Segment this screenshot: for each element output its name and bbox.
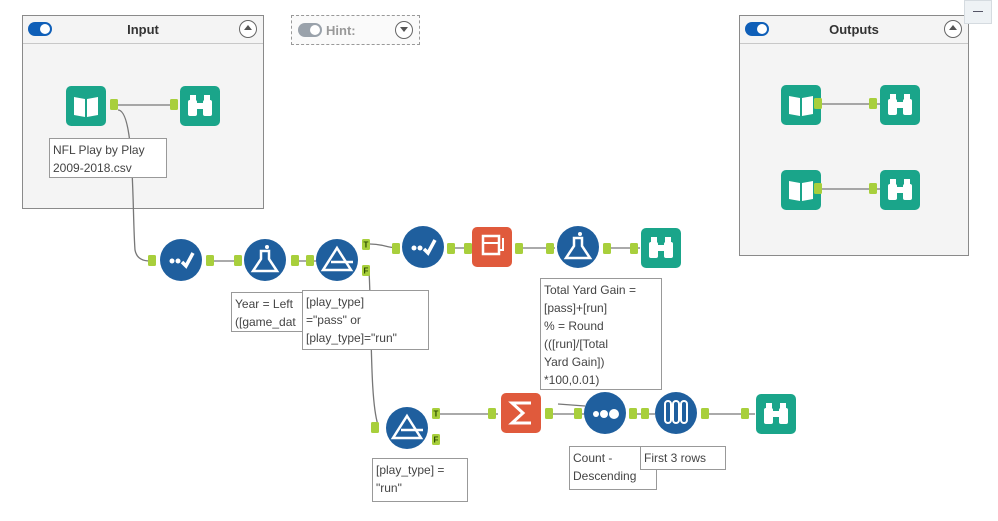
- connection-anchor[interactable]: [464, 243, 472, 254]
- container-header: Input: [23, 16, 263, 44]
- input-data-tool[interactable]: [66, 86, 106, 126]
- container-header: Outputs: [740, 16, 968, 44]
- connection-anchor[interactable]: [447, 243, 455, 254]
- sample-tool[interactable]: [655, 392, 697, 434]
- hint-label: Hint:: [326, 23, 356, 38]
- container-title: Input: [127, 22, 159, 37]
- browse-tool[interactable]: [180, 86, 220, 126]
- browse-tool[interactable]: [880, 85, 920, 125]
- hint-tool[interactable]: Hint:: [291, 15, 420, 45]
- formula-tool[interactable]: [244, 239, 286, 281]
- connection-anchor[interactable]: [545, 408, 553, 419]
- connection-anchor[interactable]: [206, 255, 214, 266]
- input-file-annotation: NFL Play by Play 2009-2018.csv: [49, 138, 167, 178]
- connection-anchor[interactable]: [629, 408, 637, 419]
- connection-anchor[interactable]: [603, 243, 611, 254]
- connection-anchor[interactable]: [741, 408, 749, 419]
- collapse-icon[interactable]: [944, 20, 962, 38]
- connection-anchor[interactable]: [371, 422, 379, 433]
- connection-anchor[interactable]: [515, 243, 523, 254]
- formula-annotation: Total Yard Gain = [pass]+[run] % = Round…: [540, 278, 662, 390]
- output-anchor[interactable]: [110, 99, 118, 110]
- sort-tool[interactable]: [584, 392, 626, 434]
- sample-annotation: First 3 rows: [640, 446, 726, 470]
- browse-tool[interactable]: [756, 394, 796, 434]
- connection-anchor[interactable]: [306, 255, 314, 266]
- false-anchor[interactable]: [362, 265, 370, 276]
- connection-anchor[interactable]: [392, 243, 400, 254]
- hint-toggle[interactable]: [298, 23, 322, 37]
- false-anchor[interactable]: [432, 434, 440, 445]
- true-anchor[interactable]: [432, 408, 440, 419]
- anchor-label: T: [434, 410, 439, 419]
- filter-annotation: [play_type] ="pass" or [play_type]="run": [302, 290, 429, 350]
- formula-tool[interactable]: [557, 226, 599, 268]
- browse-tool[interactable]: [880, 170, 920, 210]
- collapse-icon[interactable]: [239, 20, 257, 38]
- cross-tab-tool[interactable]: [472, 227, 512, 267]
- output-anchor[interactable]: [814, 183, 822, 194]
- true-anchor[interactable]: [362, 239, 370, 250]
- container-toggle[interactable]: [28, 22, 52, 36]
- output-data-tool[interactable]: [781, 85, 821, 125]
- connection-anchor[interactable]: [630, 243, 638, 254]
- connector: [117, 109, 151, 262]
- formula-annotation: Year = Left ([game_dat: [231, 292, 307, 332]
- anchor-label: T: [364, 241, 369, 250]
- container-title: Outputs: [829, 22, 879, 37]
- filter-tool[interactable]: [386, 407, 428, 449]
- input-anchor[interactable]: [869, 98, 877, 109]
- input-anchor[interactable]: [170, 99, 178, 110]
- minimize-button[interactable]: [964, 0, 992, 24]
- anchor-label: F: [364, 267, 369, 276]
- input-anchor[interactable]: [869, 183, 877, 194]
- summarize-tool[interactable]: [501, 393, 541, 433]
- browse-tool[interactable]: [641, 228, 681, 268]
- output-data-tool[interactable]: [781, 170, 821, 210]
- outputs-container[interactable]: Outputs: [739, 15, 969, 256]
- connection-anchor[interactable]: [234, 255, 242, 266]
- connection-anchor[interactable]: [546, 243, 554, 254]
- filter-tool[interactable]: [316, 239, 358, 281]
- container-toggle[interactable]: [745, 22, 769, 36]
- connection-anchor[interactable]: [148, 255, 156, 266]
- connection-anchor[interactable]: [701, 408, 709, 419]
- output-anchor[interactable]: [814, 98, 822, 109]
- select-tool[interactable]: [402, 226, 444, 268]
- expand-icon[interactable]: [395, 21, 413, 39]
- connection-anchor[interactable]: [488, 408, 496, 419]
- connection-anchor[interactable]: [574, 408, 582, 419]
- connection-anchor[interactable]: [641, 408, 649, 419]
- connector: [557, 403, 586, 407]
- filter-annotation: [play_type] = "run": [372, 458, 468, 502]
- anchor-label: F: [434, 436, 439, 445]
- select-tool[interactable]: [160, 239, 202, 281]
- connection-anchor[interactable]: [291, 255, 299, 266]
